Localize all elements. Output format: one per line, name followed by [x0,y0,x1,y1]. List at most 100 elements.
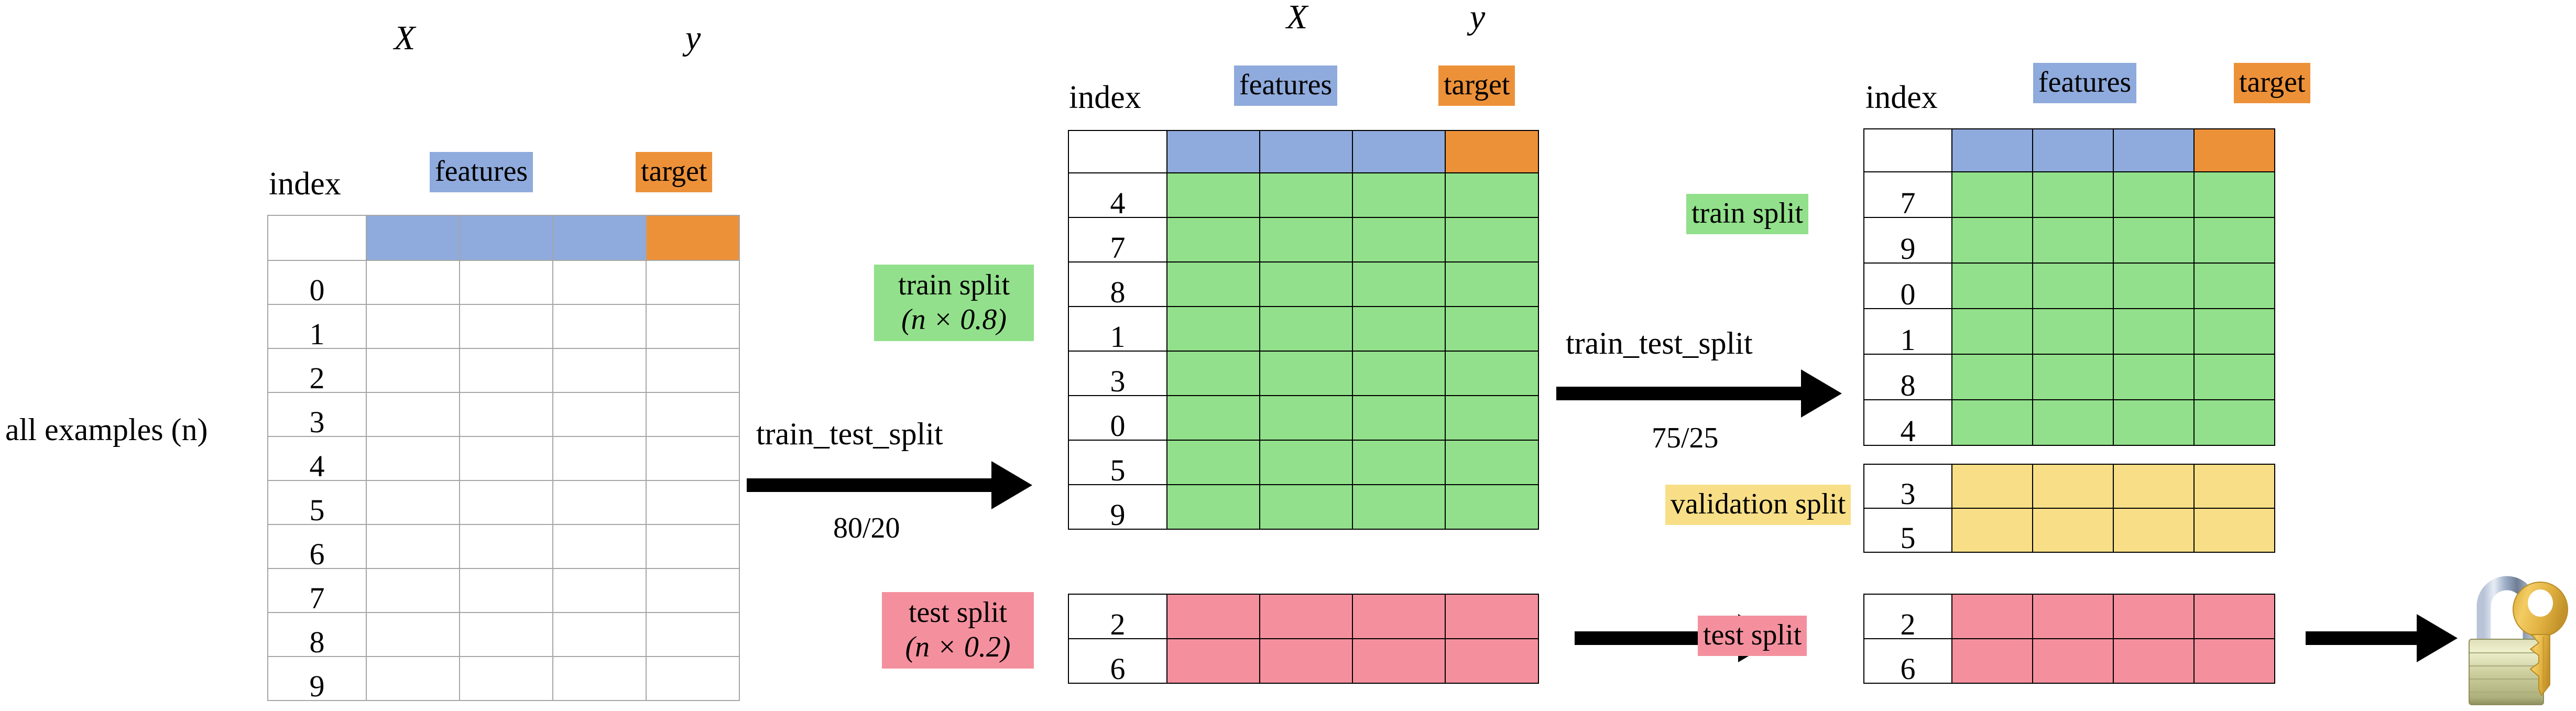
target-chip-right: target [2234,63,2311,103]
cell [459,568,553,613]
cell [1352,395,1446,441]
cell [2113,638,2195,684]
row-index: 2 [1863,594,1952,639]
test-split-table-right: 2 6 [1863,594,2275,684]
cell [459,392,553,437]
cell [1951,262,2033,309]
row-index: 5 [267,480,367,525]
cell [1951,399,2033,446]
cell [2113,262,2195,309]
cell [2113,464,2195,509]
cell [1445,261,1539,307]
cell [459,348,553,393]
cell [1445,638,1539,684]
row-index: 3 [1863,464,1952,509]
cell [2032,217,2114,264]
cell [1259,172,1353,218]
cell [366,480,460,525]
row-index: 9 [1863,217,1952,264]
cell [1352,440,1446,485]
table-row: 0 [267,260,740,305]
row-index: 2 [267,348,367,393]
table-row: 7 [1068,217,1539,262]
cell [1951,308,2033,355]
table-row: 2 [1068,594,1539,639]
cell [459,436,553,481]
arrow-head [991,461,1032,509]
header-feature-cell-1 [366,215,460,261]
validation-split-table-body: 3 5 [1863,464,2275,553]
header-target-cell [1445,130,1539,173]
cell [2193,171,2275,218]
row-index: 9 [1068,484,1167,530]
table-row: 0 [1068,395,1539,441]
cell [1445,306,1539,352]
cell [1352,306,1446,352]
padlock-body-ridges [2470,652,2543,693]
cell [2032,171,2114,218]
table-row: 5 [1863,508,2275,553]
all-examples-label: all examples (n) [5,412,208,447]
arrow-head [1801,369,1842,418]
cell [1166,306,1260,352]
cell [459,656,553,701]
cell [1259,261,1353,307]
cell [366,260,460,305]
cell [2032,464,2114,509]
header-feature-cell-2 [459,215,553,261]
cell [2113,171,2195,218]
test-split-table-middle-body: 2 6 [1068,594,1539,684]
cell [1166,484,1260,530]
x-axis-group-label-middle: X [1286,0,1308,36]
cell [1352,351,1446,396]
cell [1352,172,1446,218]
cell [2032,594,2114,639]
cell [2193,464,2275,509]
header-feature-cell-3 [552,215,647,261]
row-index: 4 [1863,399,1952,446]
row-index: 2 [1068,594,1167,639]
cell [1951,171,2033,218]
table-row: 3 [1068,351,1539,396]
target-chip-left: target [636,152,713,192]
table-row: 7 [1863,171,2275,218]
cell [459,260,553,305]
test-split-label-middle: test split (n × 0.2) [882,592,1034,669]
arrow-to-lock [2306,614,2458,662]
cell [366,392,460,437]
row-index: 3 [1068,351,1167,396]
cell [2113,399,2195,446]
header-feature-cell-3 [1352,130,1446,173]
arrow2-function-label: train_test_split [1566,326,1753,360]
cell [552,348,647,393]
train-split-table-75: 7 9 0 1 8 4 [1863,128,2275,446]
row-index: 5 [1863,508,1952,553]
train-split-table-80: 4 7 8 1 3 0 5 [1068,130,1539,530]
header-target-cell [2193,128,2275,172]
table-row: 5 [1068,440,1539,485]
header-index-cell [1068,130,1167,173]
row-index: 0 [1863,262,1952,309]
train-split-table-75-body: 7 9 0 1 8 4 [1863,128,2275,446]
table-row: 7 [267,568,740,613]
cell [1445,484,1539,530]
table-row: 8 [1068,261,1539,307]
arrow-head [2417,614,2458,662]
arrow-shaft [2306,631,2429,645]
cell [2113,354,2195,400]
cell [366,348,460,393]
train-split-label-middle: train split (n × 0.8) [874,265,1034,342]
cell [459,480,553,525]
cell [646,348,740,393]
cell [1352,217,1446,262]
cell [646,260,740,305]
table-row: 4 [267,436,740,481]
cell [1166,395,1260,441]
cell [1259,351,1353,396]
cell [1259,395,1353,441]
arrow1-ratio-label: 80/20 [833,512,900,544]
row-index: 6 [1863,638,1952,684]
cell [1352,638,1446,684]
cell [552,480,647,525]
table-row: 9 [1068,484,1539,530]
